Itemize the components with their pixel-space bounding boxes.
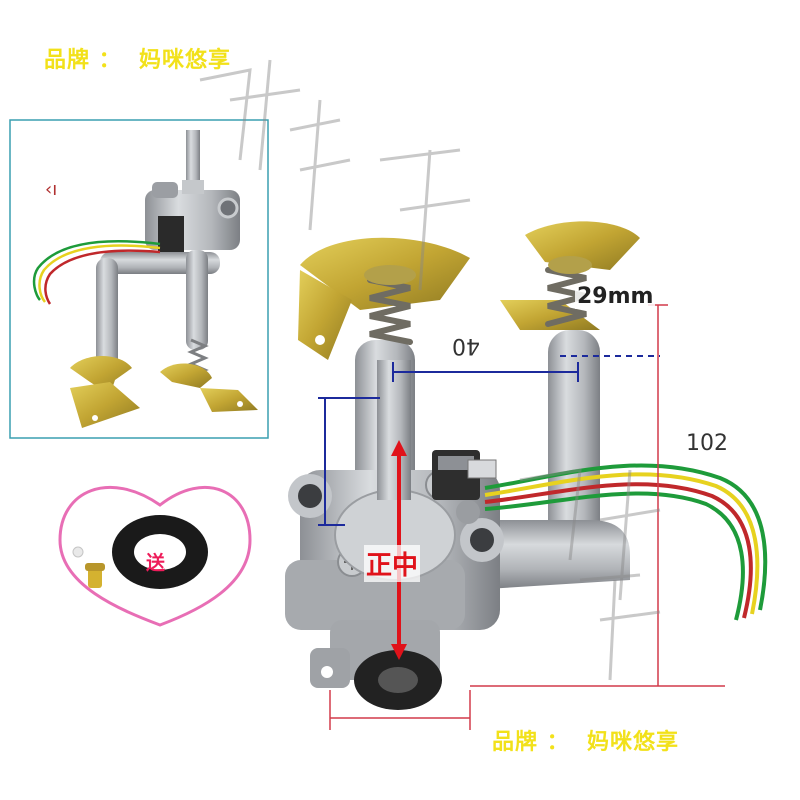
dimension-spacing: 40 xyxy=(452,333,480,358)
center-label: 正中 xyxy=(364,545,421,582)
watermark xyxy=(199,59,661,681)
main-valve xyxy=(285,330,630,710)
right-spring-assembly xyxy=(500,221,640,330)
gift-label: 送 xyxy=(146,552,166,574)
svg-text:‹ı: ‹ı xyxy=(45,179,57,200)
dimension-height: 102 xyxy=(686,431,728,456)
inset-frame: ‹ı xyxy=(9,119,269,439)
brand-label-bottom: 品牌 ： 妈咪悠享 xyxy=(492,730,679,755)
dimension-spring-height: 29mm xyxy=(575,284,656,309)
dimension-lines xyxy=(318,304,725,730)
screw xyxy=(72,546,105,588)
wires xyxy=(484,463,768,621)
left-spring-assembly xyxy=(298,237,470,360)
brand-label-top: 品牌 ： 妈咪悠享 xyxy=(44,48,231,73)
seal-ring xyxy=(112,515,208,589)
gift-heart xyxy=(58,486,252,627)
inset-valve-small xyxy=(32,130,258,428)
